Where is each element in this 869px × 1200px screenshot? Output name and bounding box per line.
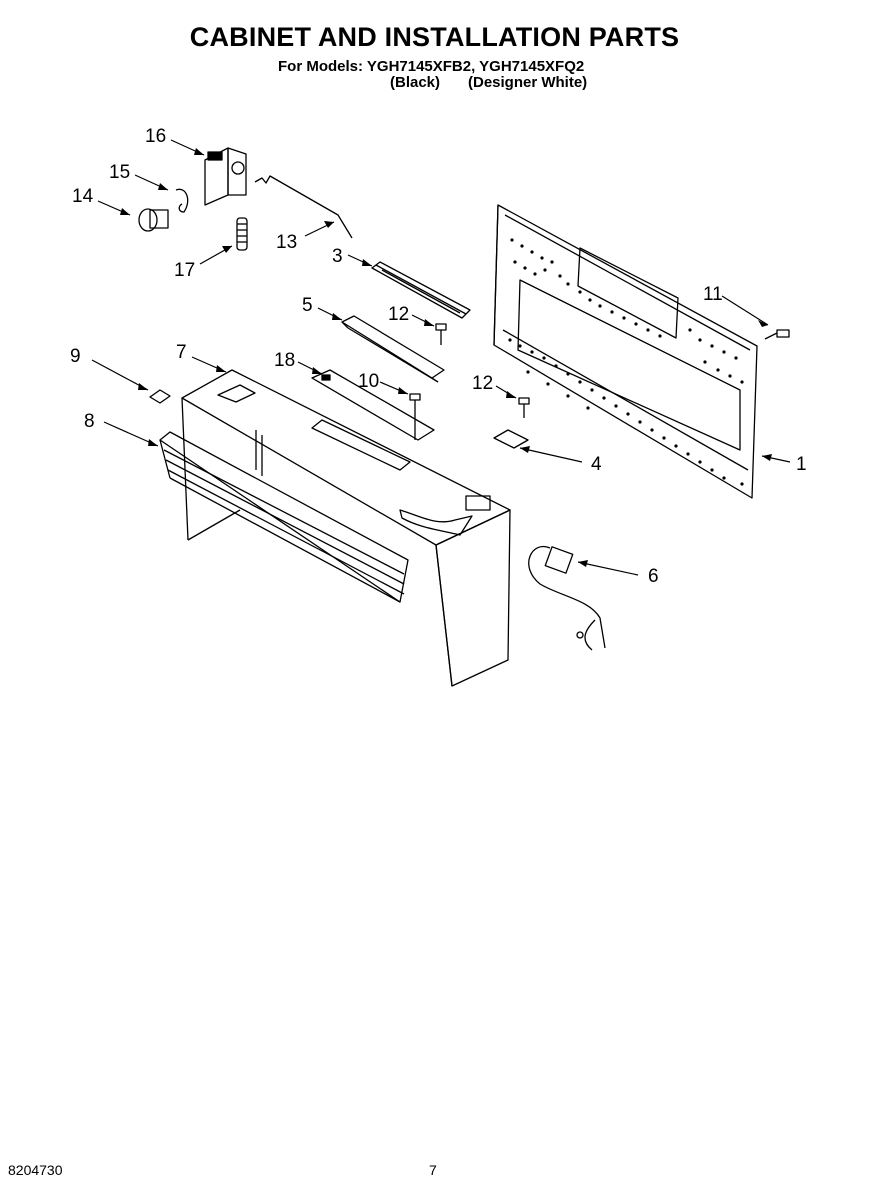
knob-part [138, 208, 169, 232]
document-number: 8204730 [8, 1162, 63, 1178]
callout-11: 11 [703, 284, 723, 305]
spring-part [236, 217, 248, 251]
callout-leaders [91, 139, 791, 576]
callout-arrowheads [120, 148, 772, 567]
screw-part-10 [409, 393, 421, 440]
callout-9: 9 [70, 346, 81, 367]
callout-3: 3 [332, 246, 343, 267]
thermal-cutout-part [528, 545, 606, 651]
hinge-bracket-part [204, 147, 247, 206]
callout-6: 6 [648, 566, 659, 587]
variant-black-label: (Black) [390, 74, 441, 91]
callout-8: 8 [84, 411, 95, 432]
callout-17: 17 [174, 260, 195, 281]
rail-part [371, 261, 471, 319]
callout-16: 16 [145, 126, 166, 147]
callout-12a: 12 [388, 304, 409, 325]
callout-7: 7 [176, 342, 187, 363]
callout-10: 10 [358, 371, 379, 392]
screw-part-11 [764, 329, 790, 340]
duct-plate-part [311, 369, 435, 441]
callout-13: 13 [276, 232, 297, 253]
support-part [341, 315, 445, 383]
variant-white-label: (Designer White) [468, 74, 588, 91]
callout-5: 5 [302, 295, 313, 316]
bracket-plate-part [493, 429, 529, 449]
callout-18: 18 [274, 350, 295, 371]
mounting-plate-holes [508, 238, 744, 486]
callout-15: 15 [109, 162, 130, 183]
page-number: 7 [429, 1162, 437, 1178]
grille-part [159, 431, 409, 603]
wire-rod-part [254, 175, 353, 239]
callout-12b: 12 [472, 373, 493, 394]
callout-14: 14 [72, 186, 94, 207]
page-title: CABINET AND INSTALLATION PARTS [189, 22, 680, 52]
callout-1: 1 [796, 454, 807, 475]
screw-part [435, 323, 530, 418]
callout-4: 4 [591, 454, 602, 475]
mounting-plate-part [493, 204, 758, 499]
models-line: For Models: YGH7145XFB2, YGH7145XFQ2 [278, 58, 585, 75]
clip-part [175, 188, 189, 213]
callout-labels: 16 15 14 13 17 3 5 12 11 9 7 18 10 12 8 … [70, 126, 807, 587]
cabinet-part [181, 369, 511, 687]
small-clip-part [149, 389, 171, 404]
